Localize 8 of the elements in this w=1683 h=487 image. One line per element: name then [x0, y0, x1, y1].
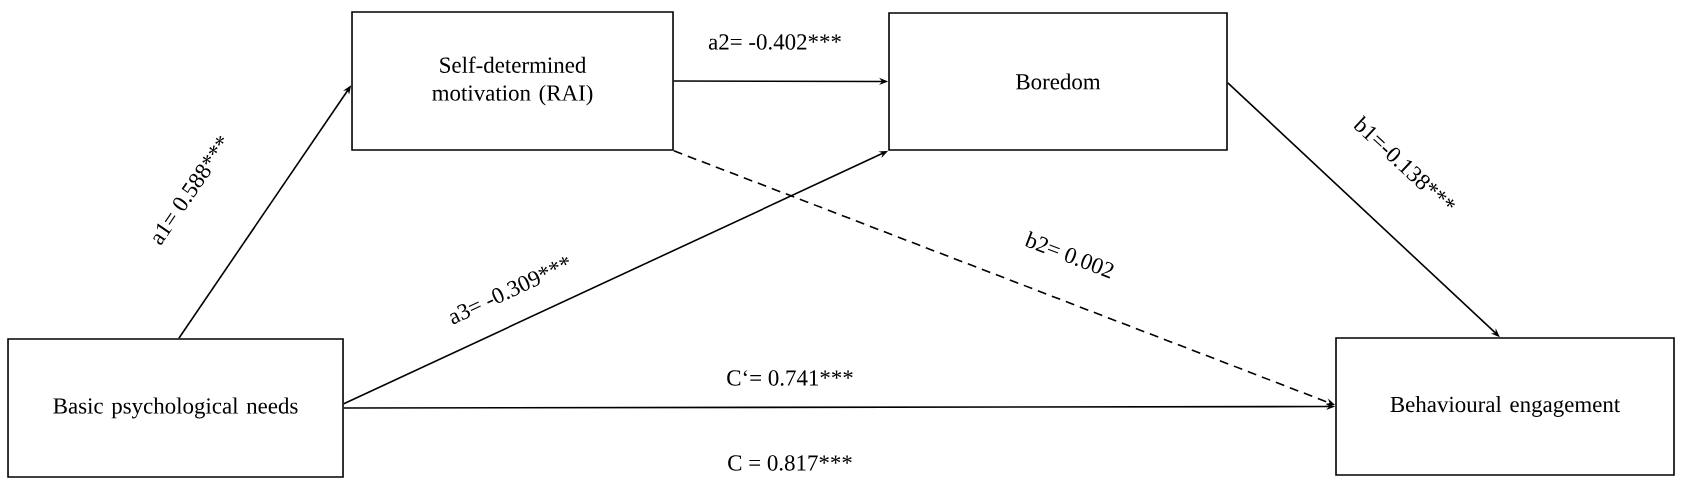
variable-box: Self-determined motivation (RAI) — [351, 11, 674, 151]
variable-box: Boredom — [888, 12, 1228, 151]
edge-label: a2= -0.402*** — [707, 33, 843, 51]
effect-label: C = 0.817*** — [728, 455, 852, 471]
variable-box: Basic psychological needs — [7, 338, 344, 478]
edge-label: b2= 0.002 — [1022, 229, 1118, 281]
variable-box: Behavioural engagement — [1335, 337, 1675, 476]
edge-label: C‘= 0.741*** — [725, 369, 855, 387]
